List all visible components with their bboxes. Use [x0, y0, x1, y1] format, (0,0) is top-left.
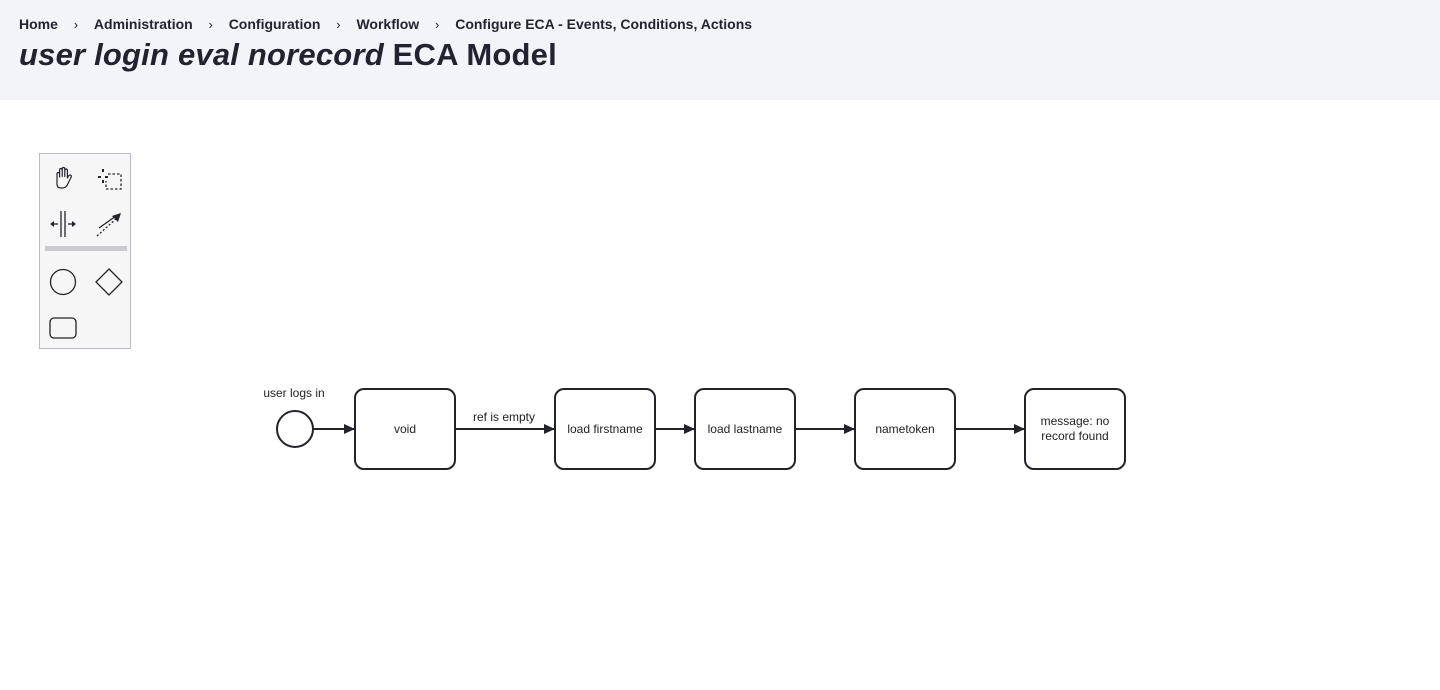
task-load-firstname-label: load firstname — [567, 422, 643, 436]
condition-label: ref is empty — [473, 410, 535, 424]
start-event-tool-icon[interactable] — [41, 260, 85, 304]
task-load-lastname-label: load lastname — [708, 422, 783, 436]
bpmn-canvas[interactable]: user logs in ref is empty void load firs… — [0, 100, 1440, 690]
modeler-palette — [39, 153, 131, 349]
global-connect-tool-icon[interactable] — [87, 202, 131, 246]
task-tool-icon[interactable] — [41, 306, 85, 350]
page-header: Home › Administration › Configuration › … — [0, 0, 1440, 100]
space-tool-icon[interactable] — [41, 202, 85, 246]
breadcrumb-administration[interactable]: Administration — [93, 16, 193, 32]
page-title-suffix: ECA Model — [383, 37, 557, 72]
lasso-tool-icon[interactable] — [87, 156, 131, 200]
task-nametoken[interactable]: nametoken — [854, 388, 956, 470]
hand-tool-icon[interactable] — [41, 156, 85, 200]
task-message-no-record[interactable]: message: no record found — [1024, 388, 1126, 470]
task-message-label-line2: record found — [1041, 429, 1108, 443]
task-message-label-line1: message: no — [1041, 414, 1110, 428]
task-load-firstname[interactable]: load firstname — [554, 388, 656, 470]
breadcrumb-configuration[interactable]: Configuration — [228, 16, 321, 32]
task-void-label: void — [394, 422, 416, 436]
task-nametoken-label: nametoken — [875, 422, 934, 436]
breadcrumb-workflow[interactable]: Workflow — [356, 16, 420, 32]
breadcrumb-separator: › — [73, 16, 79, 32]
breadcrumb-home[interactable]: Home — [19, 16, 58, 32]
breadcrumb-separator: › — [336, 16, 341, 32]
start-event-label: user logs in — [263, 386, 324, 400]
gateway-tool-icon[interactable] — [87, 260, 131, 304]
breadcrumb-separator: › — [435, 16, 440, 32]
palette-separator — [45, 246, 127, 251]
task-void[interactable]: void — [354, 388, 456, 470]
task-load-lastname[interactable]: load lastname — [694, 388, 796, 470]
start-event[interactable] — [276, 410, 314, 448]
breadcrumb-separator: › — [208, 16, 213, 32]
breadcrumb-configure-eca[interactable]: Configure ECA - Events, Conditions, Acti… — [455, 16, 753, 32]
page-title-model-name: user login eval norecord — [19, 37, 384, 72]
page-title: user login eval norecord ECA Model — [19, 37, 557, 73]
breadcrumb: Home › Administration › Configuration › … — [19, 16, 752, 32]
